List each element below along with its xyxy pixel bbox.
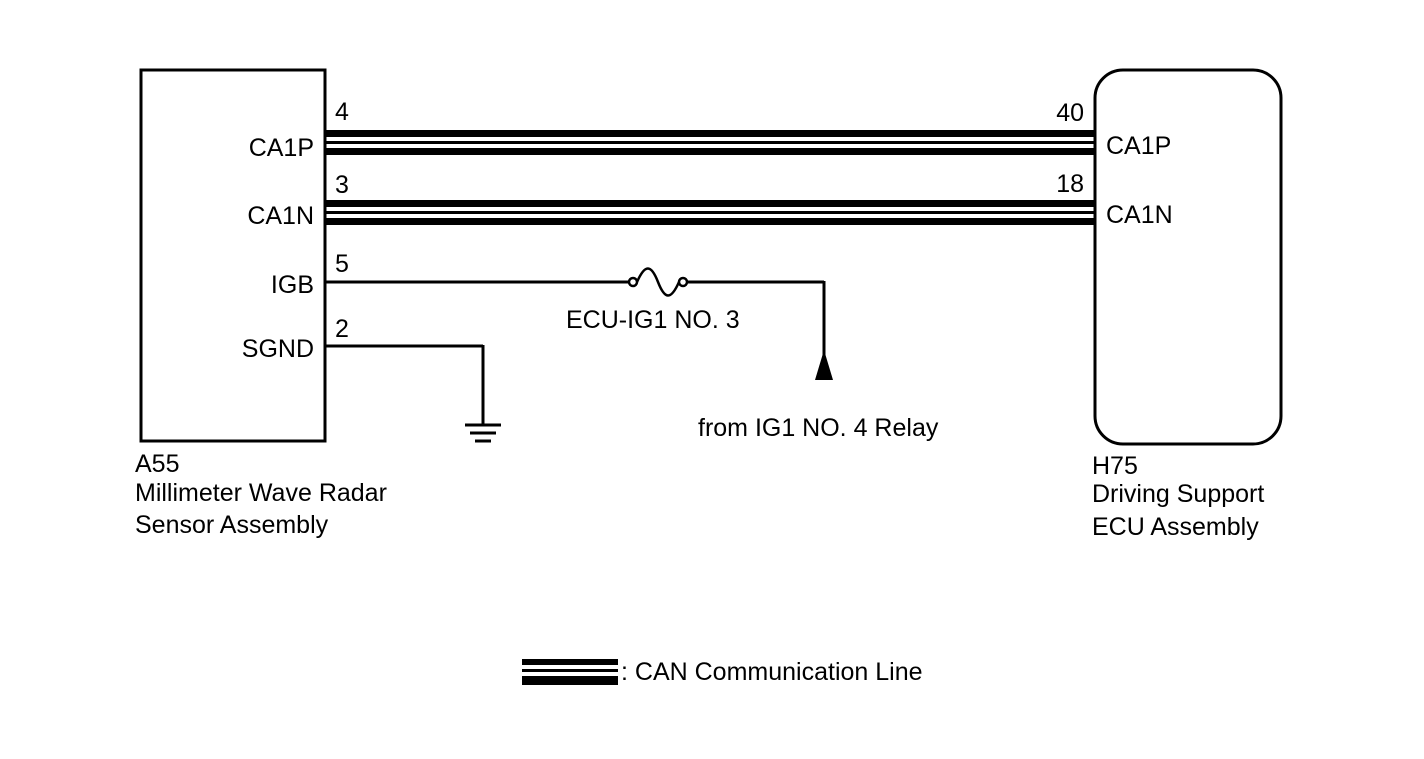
left-component-name-line1: Millimeter Wave Radar: [135, 479, 387, 507]
pin-number-18: 18: [1056, 170, 1084, 198]
ground-icon: [465, 423, 501, 443]
left-component-name-line2: Sensor Assembly: [135, 511, 329, 539]
pin-number-5: 5: [335, 250, 349, 278]
fuse-label: ECU-IG1 NO. 3: [566, 306, 740, 334]
pin-label-ca1n-left: CA1N: [247, 202, 314, 230]
pin-number-40: 40: [1056, 99, 1084, 127]
can-line-ca1p: [325, 130, 1095, 155]
left-component-code: A55: [135, 450, 179, 478]
right-component-name-line1: Driving Support: [1092, 480, 1264, 508]
pin-number-3: 3: [335, 171, 349, 199]
ecu-box: [1093, 68, 1283, 446]
power-source-label: from IG1 NO. 4 Relay: [698, 414, 939, 442]
pin-label-ca1p-right: CA1P: [1106, 132, 1171, 160]
power-arrow-icon: [815, 350, 833, 380]
right-component-code: H75: [1092, 452, 1138, 480]
radar-sensor-box: [139, 68, 327, 443]
pin-number-4: 4: [335, 98, 349, 126]
fuse-symbol: [627, 267, 689, 297]
pin-number-2: 2: [335, 315, 349, 343]
legend-can-line-icon: [522, 659, 618, 685]
can-line-ca1n: [325, 200, 1095, 225]
legend-label: : CAN Communication Line: [621, 658, 923, 686]
pin-label-sgnd: SGND: [242, 335, 314, 363]
pin-label-ca1p-left: CA1P: [249, 134, 314, 162]
sgnd-wire: [325, 344, 485, 424]
right-component-name-line2: ECU Assembly: [1092, 513, 1259, 541]
pin-label-igb: IGB: [271, 271, 314, 299]
pin-label-ca1n-right: CA1N: [1106, 201, 1173, 229]
